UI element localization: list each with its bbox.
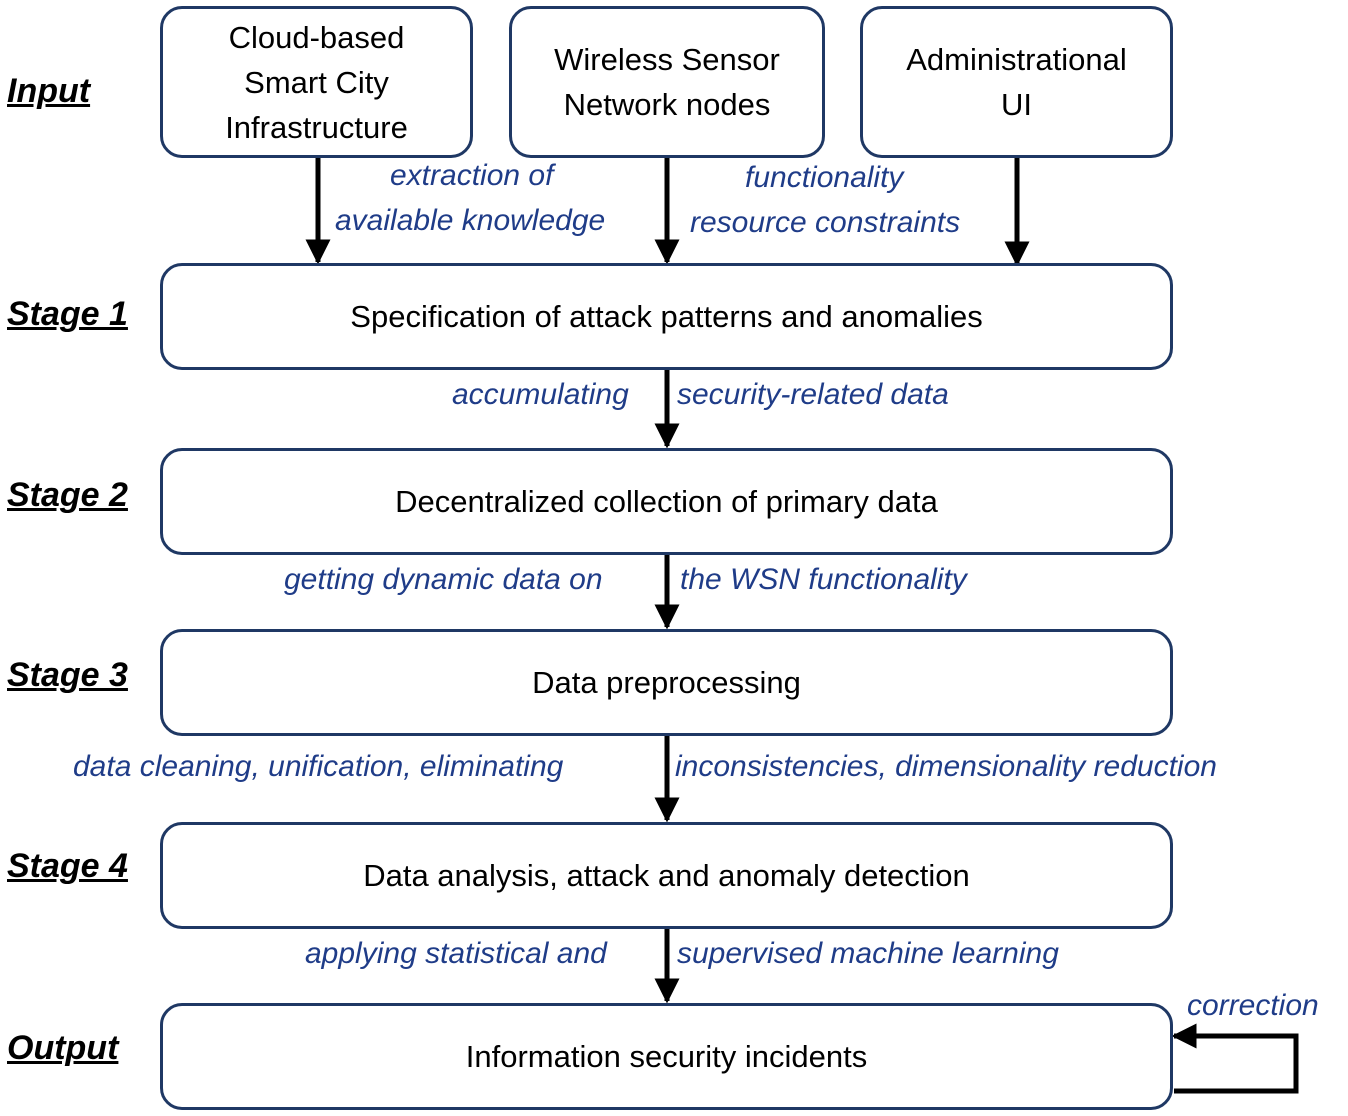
stage-3-text: Data preprocessing — [532, 665, 801, 700]
output-box: Information security incidents — [160, 1003, 1173, 1110]
edge-label-extraction-1: extraction of — [390, 159, 554, 192]
input-admin-ui: Administrational UI — [860, 6, 1173, 158]
cloud-line-3: Infrastructure — [225, 109, 408, 145]
input-cloud-infrastructure: Cloud-based Smart City Infrastructure — [160, 6, 473, 158]
wsn-line-1: Wireless Sensor — [554, 42, 780, 77]
cloud-line-1: Cloud-based — [228, 19, 405, 55]
edge-label-stage1-right: security-related data — [677, 378, 949, 411]
arrow-correction-loop — [1171, 1023, 1299, 1094]
label-stage-3: Stage 3 — [7, 656, 128, 694]
stage-1-text: Specification of attack patterns and ano… — [350, 299, 983, 334]
edge-label-correction: correction — [1187, 989, 1319, 1022]
label-input: Input — [7, 72, 91, 110]
label-output: Output — [7, 1029, 119, 1067]
stage-4-box: Data analysis, attack and anomaly detect… — [160, 822, 1173, 929]
label-stage-2: Stage 2 — [7, 476, 128, 514]
edge-label-functionality-2: resource constraints — [690, 206, 961, 239]
stage-3-box: Data preprocessing — [160, 629, 1173, 736]
edge-label-stage2-left: getting dynamic data on — [284, 563, 603, 596]
edge-label-stage4-right: supervised machine learning — [677, 937, 1059, 970]
output-text: Information security incidents — [465, 1039, 868, 1074]
label-stage-1: Stage 1 — [7, 295, 128, 333]
edge-label-stage3-left: data cleaning, unification, eliminating — [73, 750, 564, 783]
stage-2-box: Decentralized collection of primary data — [160, 448, 1173, 555]
edge-label-stage4-left: applying statistical and — [305, 937, 607, 970]
input-wsn-nodes: Wireless Sensor Network nodes — [509, 6, 825, 158]
edge-label-extraction-2: available knowledge — [335, 204, 606, 237]
stage-2-text: Decentralized collection of primary data — [395, 484, 938, 519]
stage-4-text: Data analysis, attack and anomaly detect… — [363, 858, 970, 893]
edge-label-stage2-right: the WSN functionality — [680, 563, 967, 596]
stage-1-box: Specification of attack patterns and ano… — [160, 263, 1173, 370]
wsn-line-2: Network nodes — [563, 87, 771, 122]
edge-label-stage3-right: inconsistencies, dimensionality reductio… — [675, 750, 1217, 783]
admin-line-1: Administrational — [906, 42, 1127, 77]
admin-line-2: UI — [1000, 87, 1032, 122]
cloud-line-2: Smart City — [244, 64, 389, 100]
edge-label-functionality-1: functionality — [745, 161, 904, 194]
label-stage-4: Stage 4 — [7, 847, 128, 885]
edge-label-stage1-left: accumulating — [452, 378, 629, 411]
